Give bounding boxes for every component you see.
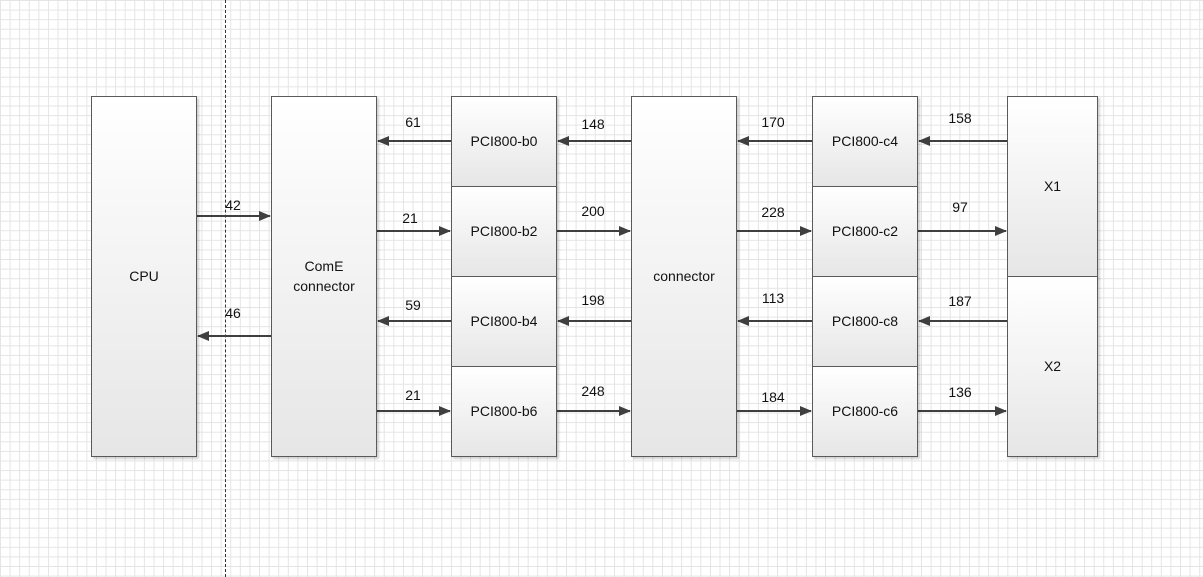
come-label-line1: ComE xyxy=(304,257,344,274)
pci800-c2-label: PCI800-c2 xyxy=(831,222,899,239)
x2-block: X2 xyxy=(1007,276,1098,457)
link-value-conn-to-b4: 198 xyxy=(581,292,605,308)
connector-block: connector xyxy=(631,96,737,457)
x2-label: X2 xyxy=(1043,357,1062,374)
pci800-b4-label: PCI800-b4 xyxy=(470,312,538,329)
pci800-c4-block: PCI800-c4 xyxy=(812,96,918,187)
come-connector-label: ComE connector xyxy=(293,257,354,296)
link-value-conn-to-c6: 184 xyxy=(761,389,785,405)
pci800-c8-block: PCI800-c8 xyxy=(812,276,918,367)
x1-label: X1 xyxy=(1043,177,1062,194)
come-label-line2: connector xyxy=(293,277,355,294)
link-value-come-to-b2: 21 xyxy=(402,210,418,226)
connector-label: connector xyxy=(653,267,715,284)
link-value-conn-to-c2: 228 xyxy=(761,204,785,220)
pci800-b4-block: PCI800-b4 xyxy=(451,276,557,367)
link-value-conn-to-b0: 148 xyxy=(581,116,605,132)
link-value-x2-to-c8: 187 xyxy=(948,293,972,309)
link-value-x1-to-c4: 158 xyxy=(948,110,972,126)
link-value-come-to-cpu: 46 xyxy=(225,305,241,321)
pci800-b6-block: PCI800-b6 xyxy=(451,366,557,457)
pci800-b2-label: PCI800-b2 xyxy=(470,222,538,239)
link-value-c2-to-x1: 97 xyxy=(952,199,968,215)
pci800-c2-block: PCI800-c2 xyxy=(812,186,918,277)
link-value-c4-to-conn: 170 xyxy=(761,114,785,130)
pci800-c8-label: PCI800-c8 xyxy=(831,312,899,329)
pci800-b0-block: PCI800-b0 xyxy=(451,96,557,187)
link-value-c6-to-x2: 136 xyxy=(948,384,972,400)
pci800-b2-block: PCI800-b2 xyxy=(451,186,557,277)
link-value-b4-to-come: 59 xyxy=(405,297,421,313)
link-value-come-to-b6: 21 xyxy=(405,387,421,403)
link-value-cpu-to-come: 42 xyxy=(225,197,241,213)
cpu-block: CPU xyxy=(91,96,197,457)
x1-block: X1 xyxy=(1007,96,1098,277)
pci800-c6-label: PCI800-c6 xyxy=(831,402,899,419)
cpu-label: CPU xyxy=(129,267,159,284)
link-value-c8-to-conn: 113 xyxy=(761,290,785,306)
pci800-c4-label: PCI800-c4 xyxy=(831,132,899,149)
pci800-b6-label: PCI800-b6 xyxy=(470,402,538,419)
link-value-b6-to-conn: 248 xyxy=(581,383,605,399)
link-value-b2-to-conn: 200 xyxy=(581,203,605,219)
come-connector-block: ComE connector xyxy=(271,96,377,457)
link-value-b0-to-come: 61 xyxy=(405,114,421,130)
boundary-dashed-line xyxy=(225,0,226,577)
pci800-b0-label: PCI800-b0 xyxy=(470,132,538,149)
pci800-c6-block: PCI800-c6 xyxy=(812,366,918,457)
